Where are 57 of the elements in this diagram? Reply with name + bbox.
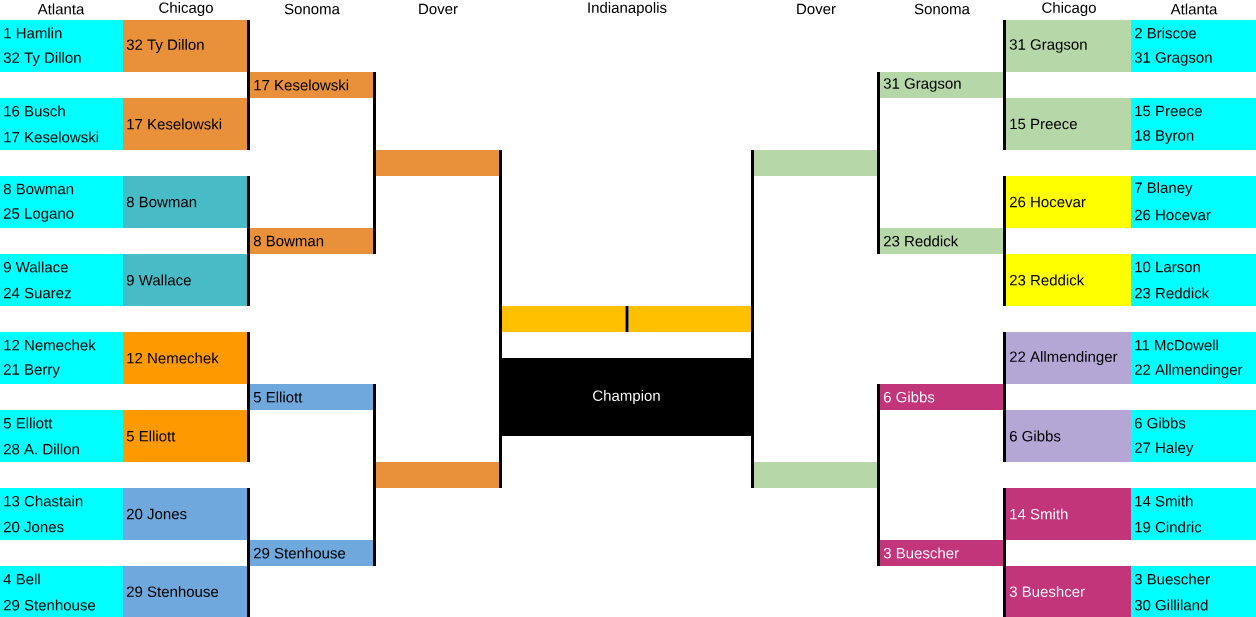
winner-box: 29 Stenhouse <box>250 540 373 566</box>
winner-box: 17 Keselowski <box>123 98 247 150</box>
matchup-box: 10 Larson 23 Reddick <box>1131 254 1256 306</box>
matchup-box: 4 Bell 29 Stenhouse <box>0 566 123 617</box>
matchup-box: 7 Blaney 26 Hocevar <box>1131 176 1256 228</box>
empty-slot <box>376 150 499 176</box>
matchup-box: 14 Smith 19 Cindric <box>1131 488 1256 540</box>
empty-slot <box>754 150 877 176</box>
matchup-box: 16 Busch 17 Keselowski <box>0 98 123 150</box>
round-heading: Indianapolis <box>588 2 667 16</box>
empty-slot <box>376 462 499 488</box>
winner-box: 8 Bowman <box>123 176 247 228</box>
winner-box: 15 Preece <box>1006 98 1131 150</box>
matchup-box: 2 Briscoe 31 Gragson <box>1131 20 1256 72</box>
round-heading: Sonoma <box>914 3 970 15</box>
winner-box: 31 Gragson <box>1006 20 1131 72</box>
champion-box: Champion <box>502 358 751 436</box>
winner-box: 8 Bowman <box>250 228 373 254</box>
round-heading: Dover <box>797 3 836 15</box>
empty-slot <box>754 462 877 488</box>
matchup-box: 6 Gibbs 27 Haley <box>1131 410 1256 462</box>
round-heading: Dover <box>419 3 458 15</box>
node-label: Champion <box>593 390 660 404</box>
winner-box: 5 Elliott <box>123 410 247 462</box>
winner-box: 26 Hocevar <box>1006 176 1131 228</box>
matchup-box: 5 Elliott 28 A. Dillon <box>0 410 123 462</box>
winner-box: 3 Buescher <box>880 540 1003 566</box>
winner-box: 23 Reddick <box>880 228 1003 254</box>
winner-box: 14 Smith <box>1006 488 1131 540</box>
round-heading: Sonoma <box>284 3 340 15</box>
winner-box: 31 Gragson <box>880 72 1003 98</box>
winner-box: 9 Wallace <box>123 254 247 306</box>
round-heading: Chicago <box>159 2 213 16</box>
winner-box: 32 Ty Dillon <box>123 20 247 72</box>
winner-box: 29 Stenhouse <box>123 566 247 617</box>
winner-box: 6 Gibbs <box>880 384 1003 410</box>
matchup-box: 15 Preece 18 Byron <box>1131 98 1256 150</box>
winner-box: 12 Nemechek <box>123 332 247 384</box>
round-heading: Chicago <box>1042 2 1096 16</box>
round-heading: Atlanta <box>37 3 85 15</box>
winner-box: 17 Keselowski <box>250 72 373 98</box>
round-heading: Atlanta <box>1170 3 1218 15</box>
matchup-box: 13 Chastain 20 Jones <box>0 488 123 540</box>
matchup-box: 11 McDowell 22 Allmendinger <box>1131 332 1256 384</box>
empty-slot <box>628 306 751 332</box>
matchup-box: 3 Buescher 30 Gilliland <box>1131 566 1256 617</box>
winner-box: 22 Allmendinger <box>1006 332 1131 384</box>
empty-slot <box>502 306 626 332</box>
winner-box: 5 Elliott <box>250 384 373 410</box>
winner-box: 3 Bueshcer <box>1006 566 1131 617</box>
matchup-box: 12 Nemechek 21 Berry <box>0 332 123 384</box>
matchup-box: 9 Wallace 24 Suarez <box>0 254 123 306</box>
matchup-box: 8 Bowman 25 Logano <box>0 176 123 228</box>
winner-box: 20 Jones <box>123 488 247 540</box>
winner-box: 23 Reddick <box>1006 254 1131 306</box>
matchup-box: 1 Hamlin 32 Ty Dillon <box>0 20 123 72</box>
winner-box: 6 Gibbs <box>1006 410 1131 462</box>
